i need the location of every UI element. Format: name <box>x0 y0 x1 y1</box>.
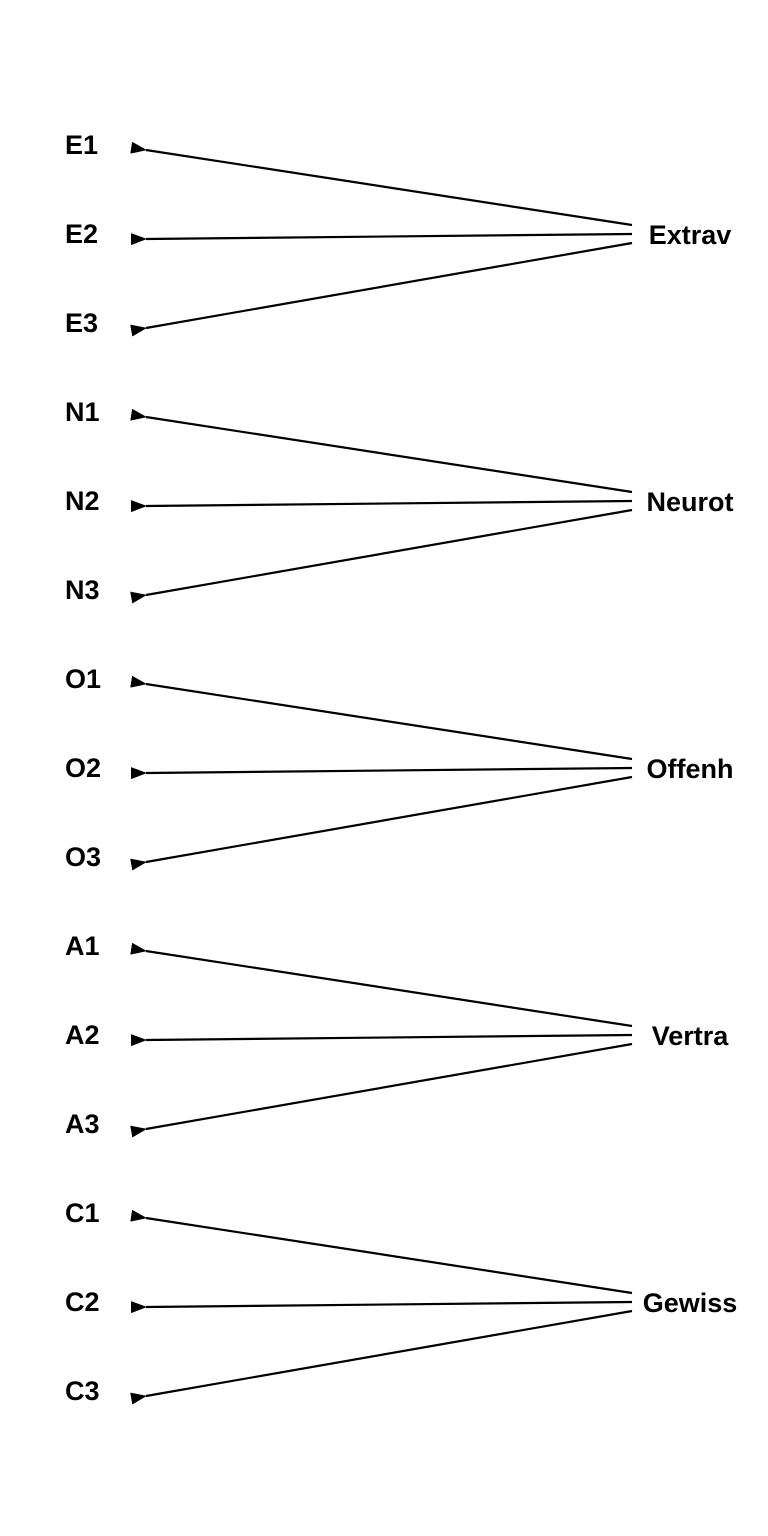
arrow-offenh-to-o3 <box>130 775 633 871</box>
indicator-label-o2: O2 <box>65 753 101 783</box>
arrow-neurot-to-n3 <box>130 508 633 604</box>
indicator-label-a2: A2 <box>65 1020 100 1050</box>
factor-label-extrav: Extrav <box>649 220 732 250</box>
arrow-gewiss-to-c1 <box>130 1209 633 1295</box>
factor-group-vertra <box>130 942 633 1138</box>
indicator-label-n1: N1 <box>65 397 100 427</box>
indicator-label-c2: C2 <box>65 1287 100 1317</box>
arrows-layer <box>130 141 633 1405</box>
factor-group-gewiss <box>130 1209 633 1405</box>
factor-group-neurot <box>130 408 633 604</box>
indicator-label-a1: A1 <box>65 931 100 961</box>
factor-group-extrav <box>130 141 633 337</box>
indicator-label-a3: A3 <box>65 1109 100 1139</box>
indicator-label-n2: N2 <box>65 486 100 516</box>
arrow-neurot-to-n2 <box>130 499 633 513</box>
arrow-gewiss-to-c3 <box>130 1309 633 1405</box>
arrow-gewiss-to-c2 <box>130 1300 633 1314</box>
indicator-label-e1: E1 <box>65 130 98 160</box>
arrow-vertra-to-a2 <box>130 1033 633 1047</box>
arrow-extrav-to-e1 <box>130 141 633 227</box>
arrow-vertra-to-a1 <box>130 942 633 1028</box>
factor-label-offenh: Offenh <box>647 754 734 784</box>
factor-label-neurot: Neurot <box>647 487 734 517</box>
arrow-vertra-to-a3 <box>130 1042 633 1138</box>
indicator-label-e2: E2 <box>65 219 98 249</box>
indicator-label-n3: N3 <box>65 575 100 605</box>
factor-label-vertra: Vertra <box>652 1021 730 1051</box>
indicator-label-c3: C3 <box>65 1376 100 1406</box>
indicator-label-e3: E3 <box>65 308 98 338</box>
factor-group-offenh <box>130 675 633 871</box>
arrow-extrav-to-e2 <box>130 232 633 246</box>
arrow-extrav-to-e3 <box>130 241 633 337</box>
arrow-offenh-to-o2 <box>130 766 633 780</box>
arrow-neurot-to-n1 <box>130 408 633 494</box>
arrow-offenh-to-o1 <box>130 675 633 761</box>
factor-label-gewiss: Gewiss <box>643 1288 738 1318</box>
indicator-label-o1: O1 <box>65 664 101 694</box>
indicator-label-o3: O3 <box>65 842 101 872</box>
indicator-label-c1: C1 <box>65 1198 100 1228</box>
